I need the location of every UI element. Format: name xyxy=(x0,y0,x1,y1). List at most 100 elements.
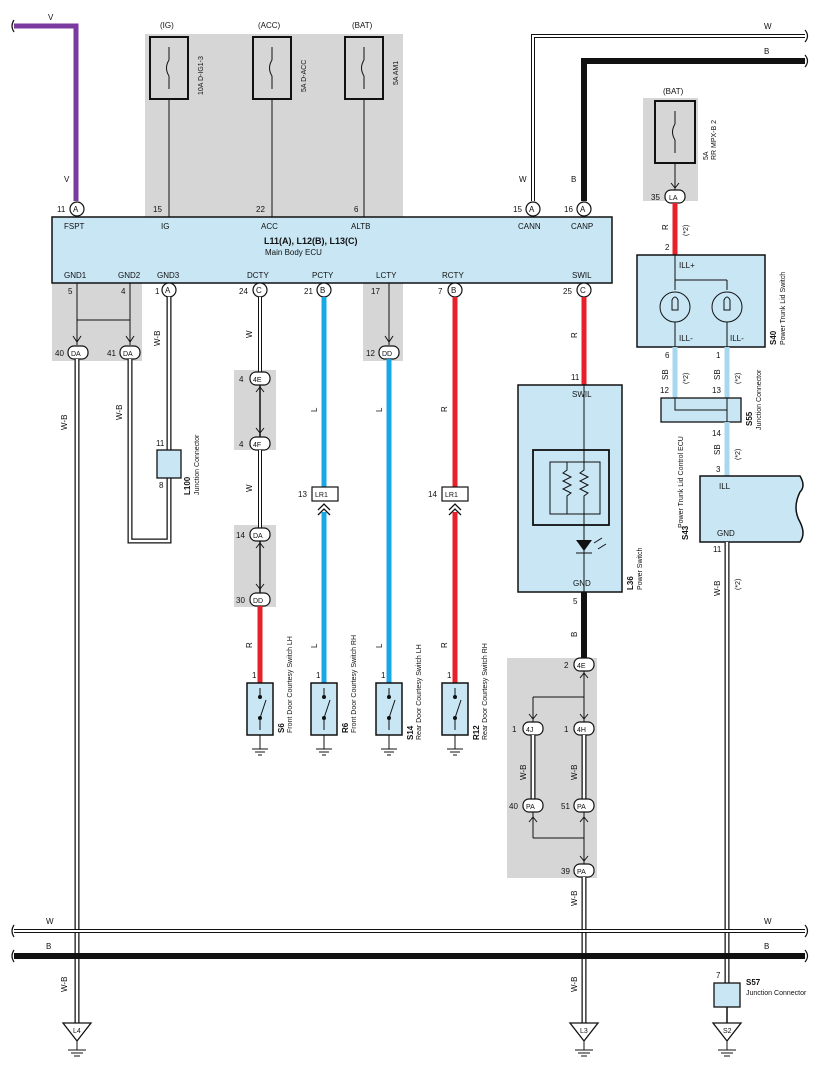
ground-l4: L4 xyxy=(61,1022,93,1057)
conn-label: A xyxy=(165,286,171,295)
pin-label: 12 xyxy=(660,386,669,395)
wire-v-label-top: V xyxy=(48,13,54,22)
wire-label: R xyxy=(440,406,449,412)
wire-label: R xyxy=(661,224,670,230)
wire-label: W xyxy=(519,175,527,184)
canp-connector xyxy=(576,201,592,217)
pin-label: 1 xyxy=(447,671,452,680)
conn-label: LR1 xyxy=(315,492,328,499)
pin-label: 5 xyxy=(573,597,578,606)
conn-label: LA xyxy=(669,195,678,202)
fuse-name: 5A D-ACC xyxy=(301,60,308,92)
pin-label: 7 xyxy=(716,971,721,980)
wire-v-label: V xyxy=(64,175,70,184)
conn-label: 4F xyxy=(253,442,261,449)
bus-w-label: W xyxy=(764,22,772,31)
pin-label: 24 xyxy=(239,287,248,296)
pin-label: 11 xyxy=(156,439,165,448)
conn-label: 4H xyxy=(577,727,586,734)
conn-label: C xyxy=(256,286,262,295)
pin-label: 21 xyxy=(304,287,313,296)
wire-label: R xyxy=(570,332,579,338)
term-label: GND3 xyxy=(157,271,180,280)
l100-junction xyxy=(156,449,182,479)
conn-label: PA xyxy=(526,804,535,811)
wire-label: W-B xyxy=(570,765,579,780)
fuse-supply: (BAT) xyxy=(663,87,684,96)
term-label: GND xyxy=(717,529,735,538)
wire-label: W xyxy=(245,330,254,338)
conn-label: DA xyxy=(253,533,263,540)
ground-label: L4 xyxy=(73,1028,81,1035)
component-name: Power Trunk Lid Switch xyxy=(780,272,787,345)
term-label: GND2 xyxy=(118,271,141,280)
term-label: LCTY xyxy=(376,271,397,280)
conn-label: DA xyxy=(123,351,133,358)
bus-b-label: B xyxy=(764,47,769,56)
bus-w-label: W xyxy=(764,917,772,926)
wire-cann xyxy=(532,35,805,201)
pin-label: 14 xyxy=(712,429,721,438)
pin-label: 11 xyxy=(571,373,580,382)
conn-label: LR1 xyxy=(445,492,458,499)
conn-label: B xyxy=(451,286,456,295)
conn-label: DD xyxy=(253,598,263,605)
term-label: SWIL xyxy=(572,390,592,399)
pin-label: 39 xyxy=(561,867,570,876)
fspt-connector xyxy=(69,201,85,217)
wire-label: SB xyxy=(713,369,722,380)
term-label: ILL xyxy=(719,482,731,491)
power-trunk-lid-switch xyxy=(636,254,766,348)
wire-canp xyxy=(581,58,805,201)
pin-label: 1 xyxy=(252,671,257,680)
lr1-inline-pcty xyxy=(311,486,339,502)
term-label: GND1 xyxy=(64,271,87,280)
component-id: L100 xyxy=(183,476,192,495)
note-label: (*2) xyxy=(735,579,742,590)
wire-v xyxy=(14,23,79,201)
wire-label: L xyxy=(375,643,384,648)
break-mark xyxy=(11,19,15,33)
conn-label: A xyxy=(73,205,79,214)
term-label: ILL+ xyxy=(679,261,695,270)
s43-name: Power Trunk Lid Control ECU xyxy=(678,436,685,528)
wb-wires xyxy=(74,297,172,1023)
component-name: Junction Connector xyxy=(756,369,763,430)
pin-label: 2 xyxy=(564,661,569,670)
bus-b-label: B xyxy=(764,942,769,951)
pin-label: 12 xyxy=(366,349,375,358)
component-id: S55 xyxy=(745,411,754,426)
wire-label: W-B xyxy=(570,891,579,906)
term-label: ACC xyxy=(261,222,278,231)
term-label: PCTY xyxy=(312,271,334,280)
fuse-name: 10A D-IG1-3 xyxy=(198,56,205,95)
wire-label: W-B xyxy=(519,765,528,780)
pin-label: 5 xyxy=(68,287,73,296)
component-id: L36 xyxy=(626,576,635,590)
note-label: (*2) xyxy=(683,225,690,236)
wire-label: W-B xyxy=(713,581,722,596)
bus-b-label: B xyxy=(46,942,51,951)
fuse-name: RR MPX-B 2 xyxy=(711,120,718,160)
pin-label: 25 xyxy=(563,287,572,296)
pin-label: 30 xyxy=(236,596,245,605)
pin-label: 13 xyxy=(298,490,307,499)
fuse-name: 5A xyxy=(703,151,710,160)
conn-label: PA xyxy=(577,804,586,811)
pin-label: 40 xyxy=(509,802,518,811)
wire-label: L xyxy=(375,407,384,412)
pin-label: 15 xyxy=(153,205,162,214)
pin-label: 1 xyxy=(564,725,569,734)
s57-name: Junction Connector xyxy=(746,990,807,997)
component-name: Rear Door Courtesy Switch LH xyxy=(416,644,423,740)
component-id: S57 xyxy=(746,978,761,987)
wire-label: W xyxy=(245,484,254,492)
fuse-supply: (BAT) xyxy=(352,21,373,30)
pin-label: 11 xyxy=(713,545,722,554)
fuse-ig: (IG) 10A D-IG1-3 xyxy=(149,21,205,100)
pin-label: 11 xyxy=(57,205,66,214)
ground-label: L3 xyxy=(580,1028,588,1035)
fuse-supply: (IG) xyxy=(160,21,174,30)
note-label: (*2) xyxy=(735,449,742,460)
component-id: R6 xyxy=(341,722,350,733)
